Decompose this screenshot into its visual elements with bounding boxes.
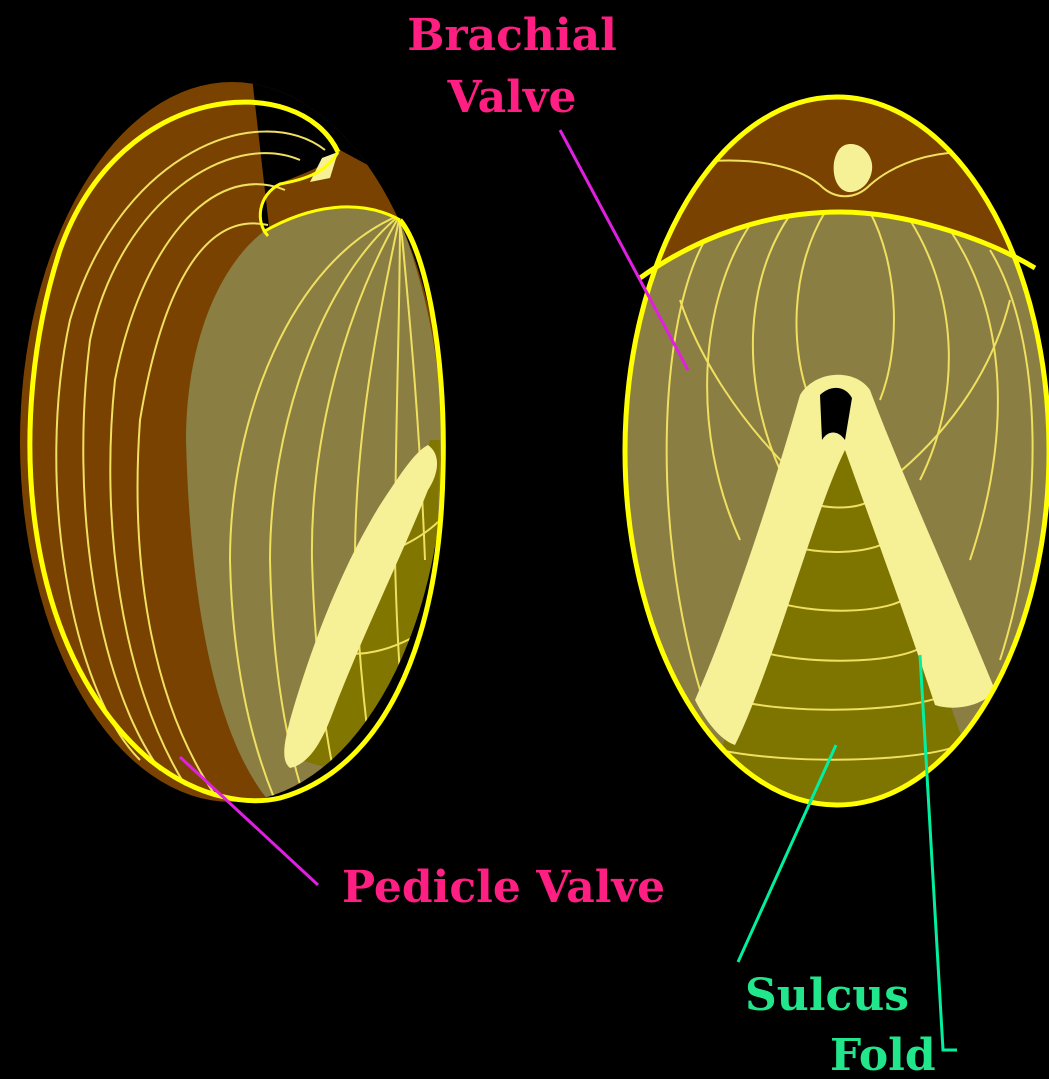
brachial-valve-label-line2: Valve bbox=[447, 72, 577, 123]
left-shell-lateral-view bbox=[0, 60, 460, 820]
left-brachial-valve bbox=[186, 207, 460, 800]
brachial-valve-label-line1: Brachial bbox=[407, 10, 617, 61]
right-shell-dorsal-view bbox=[620, 90, 1049, 820]
pedicle-valve-label: Pedicle Valve bbox=[342, 862, 665, 913]
sulcus-label: Sulcus bbox=[745, 970, 909, 1021]
fold-label: Fold bbox=[830, 1030, 936, 1079]
